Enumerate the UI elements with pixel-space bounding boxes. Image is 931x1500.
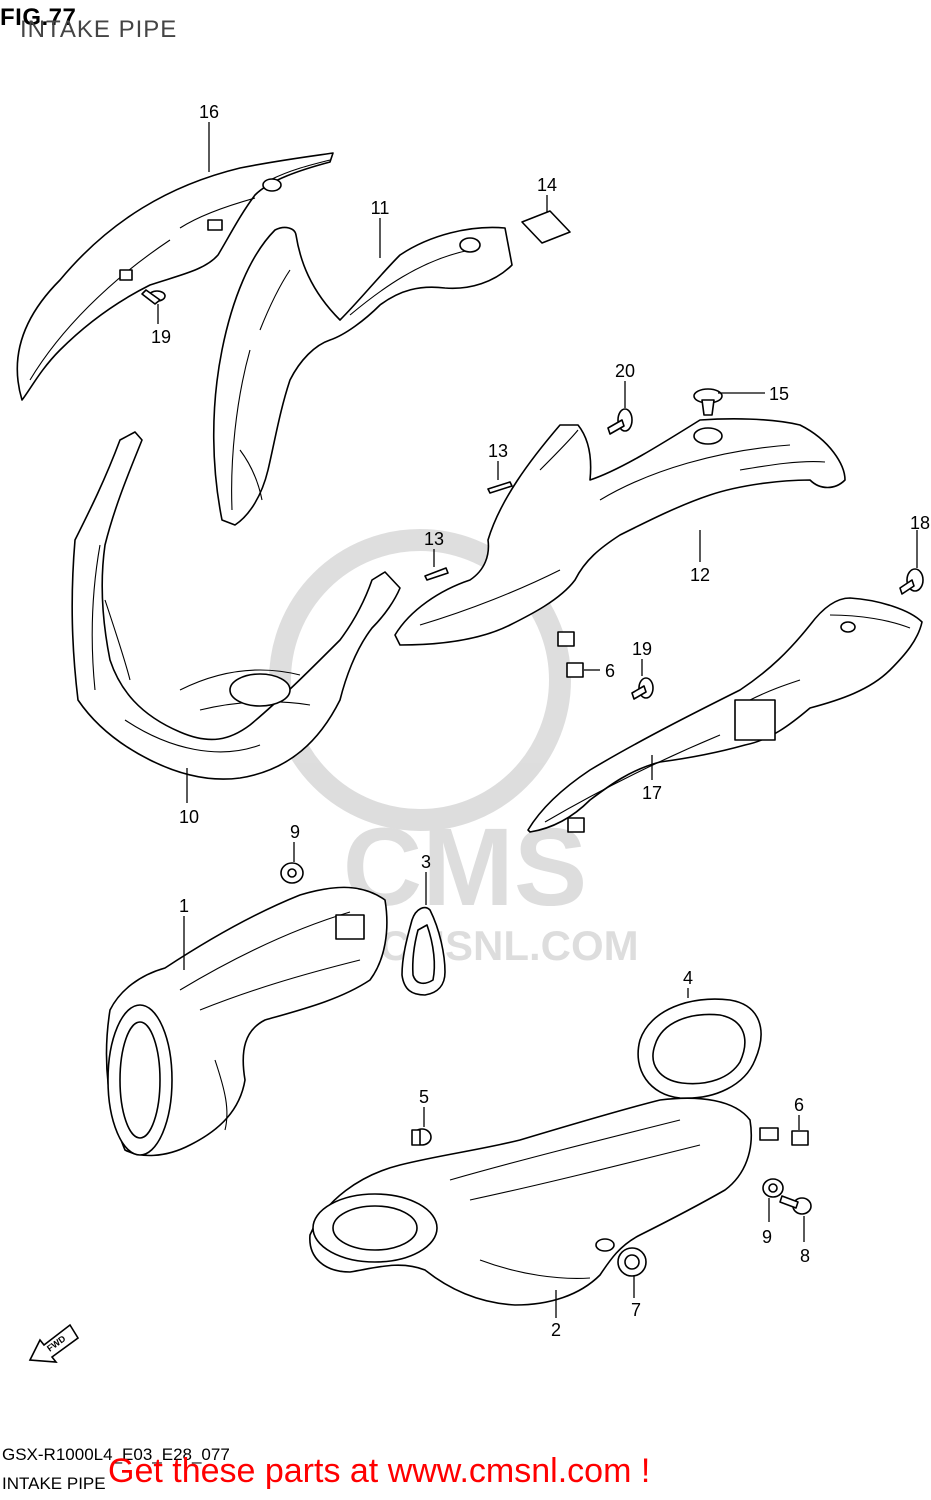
part-4-gasket[interactable] bbox=[637, 998, 762, 1099]
callout-9-upper: 9 bbox=[290, 822, 300, 842]
callout-16: 16 bbox=[199, 102, 219, 122]
figure-number: FIG.77 bbox=[0, 4, 77, 31]
figure-subtitle: INTAKE PIPE bbox=[20, 16, 178, 43]
callout-6-lower: 6 bbox=[794, 1095, 804, 1115]
callout-12: 12 bbox=[690, 565, 710, 585]
part-19-screw-upper[interactable] bbox=[141, 289, 166, 305]
callout-10: 10 bbox=[179, 807, 199, 827]
part-1-intake-duct[interactable] bbox=[105, 886, 388, 1157]
callout-8: 8 bbox=[800, 1246, 810, 1266]
part-8-bolt[interactable] bbox=[779, 1195, 812, 1215]
part-6-nut-lower[interactable] bbox=[791, 1130, 809, 1146]
callout-3: 3 bbox=[421, 852, 431, 872]
part-20-screw[interactable] bbox=[607, 408, 633, 435]
model-code: GSX-R1000L4_E03_E28_077 bbox=[2, 1445, 230, 1464]
callout-13-upper: 13 bbox=[488, 441, 508, 461]
callout-17: 17 bbox=[642, 783, 662, 803]
part-19-screw-lower[interactable] bbox=[631, 677, 654, 700]
callout-1: 1 bbox=[179, 896, 189, 916]
callout-4: 4 bbox=[683, 968, 693, 988]
part-14-label[interactable] bbox=[521, 210, 571, 244]
callout-5: 5 bbox=[419, 1087, 429, 1107]
part-9-grommet-upper[interactable] bbox=[280, 862, 304, 884]
callout-13-lower: 13 bbox=[424, 529, 444, 549]
part-15-rivet[interactable] bbox=[693, 388, 723, 416]
callout-19-lower: 19 bbox=[632, 639, 652, 659]
part-7-damper[interactable] bbox=[617, 1247, 647, 1277]
leader-lines bbox=[157, 122, 918, 1318]
callout-20: 20 bbox=[615, 361, 635, 381]
callout-9-lower: 9 bbox=[762, 1227, 772, 1247]
part-2-lower-pipe[interactable] bbox=[309, 1097, 779, 1306]
part-12-inner-panel[interactable] bbox=[394, 418, 846, 647]
fwd-arrow-icon: FWD bbox=[28, 1323, 80, 1363]
section-name: INTAKE PIPE bbox=[2, 1474, 106, 1493]
part-6-nut-upper[interactable] bbox=[566, 662, 584, 678]
callout-19-upper: 19 bbox=[151, 327, 171, 347]
part-5-screw[interactable] bbox=[411, 1128, 432, 1146]
part-17-lower-panel[interactable] bbox=[527, 597, 923, 833]
callout-14: 14 bbox=[537, 175, 557, 195]
part-18-bolt[interactable] bbox=[899, 568, 924, 595]
part-9-grommet-lower[interactable] bbox=[762, 1178, 784, 1198]
callout-7: 7 bbox=[631, 1300, 641, 1320]
callout-15: 15 bbox=[769, 384, 789, 404]
part-13-label-lower[interactable] bbox=[424, 567, 449, 581]
part-11-duct-cover[interactable] bbox=[212, 226, 513, 526]
part-13-label-upper[interactable] bbox=[487, 481, 513, 494]
part-3-seal[interactable] bbox=[401, 906, 446, 996]
callout-6-upper: 6 bbox=[605, 661, 615, 681]
callout-2: 2 bbox=[551, 1320, 561, 1340]
part-16-upper-cowl[interactable] bbox=[16, 152, 334, 401]
callout-labels: 16 11 14 19 20 15 13 13 12 18 6 19 10 17… bbox=[151, 102, 930, 1340]
callout-18: 18 bbox=[910, 513, 930, 533]
promo-link[interactable]: Get these parts at www.cmsnl.com ! bbox=[108, 1452, 651, 1490]
part-10-front-frame[interactable] bbox=[71, 431, 401, 780]
callout-11: 11 bbox=[371, 198, 390, 218]
